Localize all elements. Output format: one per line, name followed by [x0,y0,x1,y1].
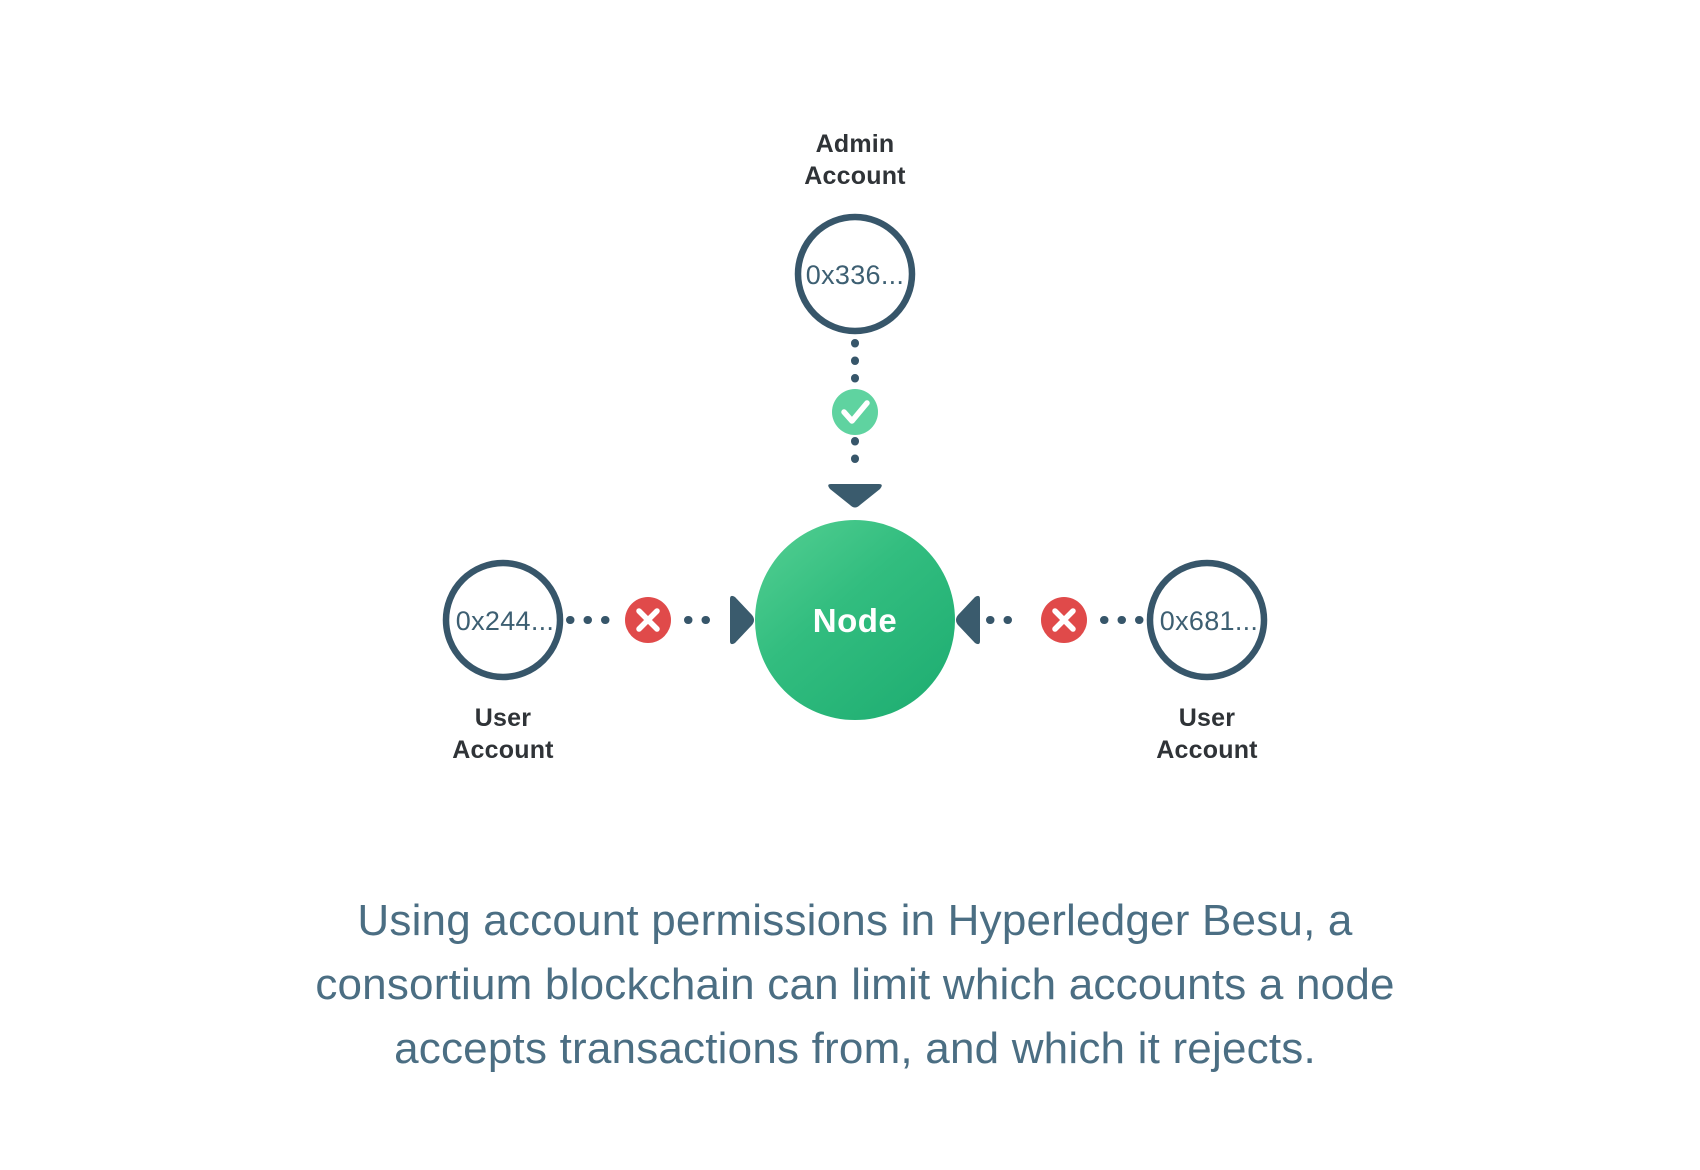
admin-account-circle[interactable] [794,213,916,335]
connector-left-user-to-node [566,595,754,645]
check-icon [841,400,870,424]
user-account-right-group[interactable]: 0x681... User Account [1146,559,1268,764]
allow-badge-circle [832,389,878,435]
admin-account-role-line1: Admin [816,130,895,158]
connector-admin-to-node [828,339,882,508]
user-account-left-role-line2: Account [452,736,554,764]
x-icon [636,608,660,632]
connector-right-user-to-node [956,595,1146,645]
caption-line-1: Using account permissions in Hyperledger… [357,896,1353,945]
node-circle-icon[interactable] [755,520,955,720]
admin-account-role-line2: Account [804,162,906,190]
user-account-left-circle[interactable] [442,559,564,681]
arrowhead-left-icon [956,595,980,645]
user-account-right-role-line2: Account [1156,736,1258,764]
caption-line-2: consortium blockchain can limit which ac… [315,960,1394,1009]
user-account-left-group[interactable]: 0x244... User Account [442,559,564,764]
admin-account-group[interactable]: Admin Account 0x336... [794,130,916,335]
center-node-group[interactable]: Node [755,520,955,720]
deny-badge-right[interactable] [1041,597,1087,643]
arrowhead-down-icon [828,484,882,508]
caption-line-3: accepts transactions from, and which it … [394,1024,1316,1073]
x-icon [1052,608,1076,632]
user-account-right-address: 0x681... [1160,606,1258,636]
user-account-right-role-line1: User [1179,704,1235,732]
user-account-left-address: 0x244... [456,606,554,636]
user-account-right-circle[interactable] [1146,559,1268,681]
node-label: Node [813,602,898,639]
arrowhead-right-icon [730,595,754,645]
caption-block: Using account permissions in Hyperledger… [315,896,1394,1073]
deny-badge-left[interactable] [625,597,671,643]
user-account-left-role-line1: User [475,704,531,732]
allow-badge-admin[interactable] [832,389,878,435]
admin-account-address: 0x336... [806,260,904,290]
